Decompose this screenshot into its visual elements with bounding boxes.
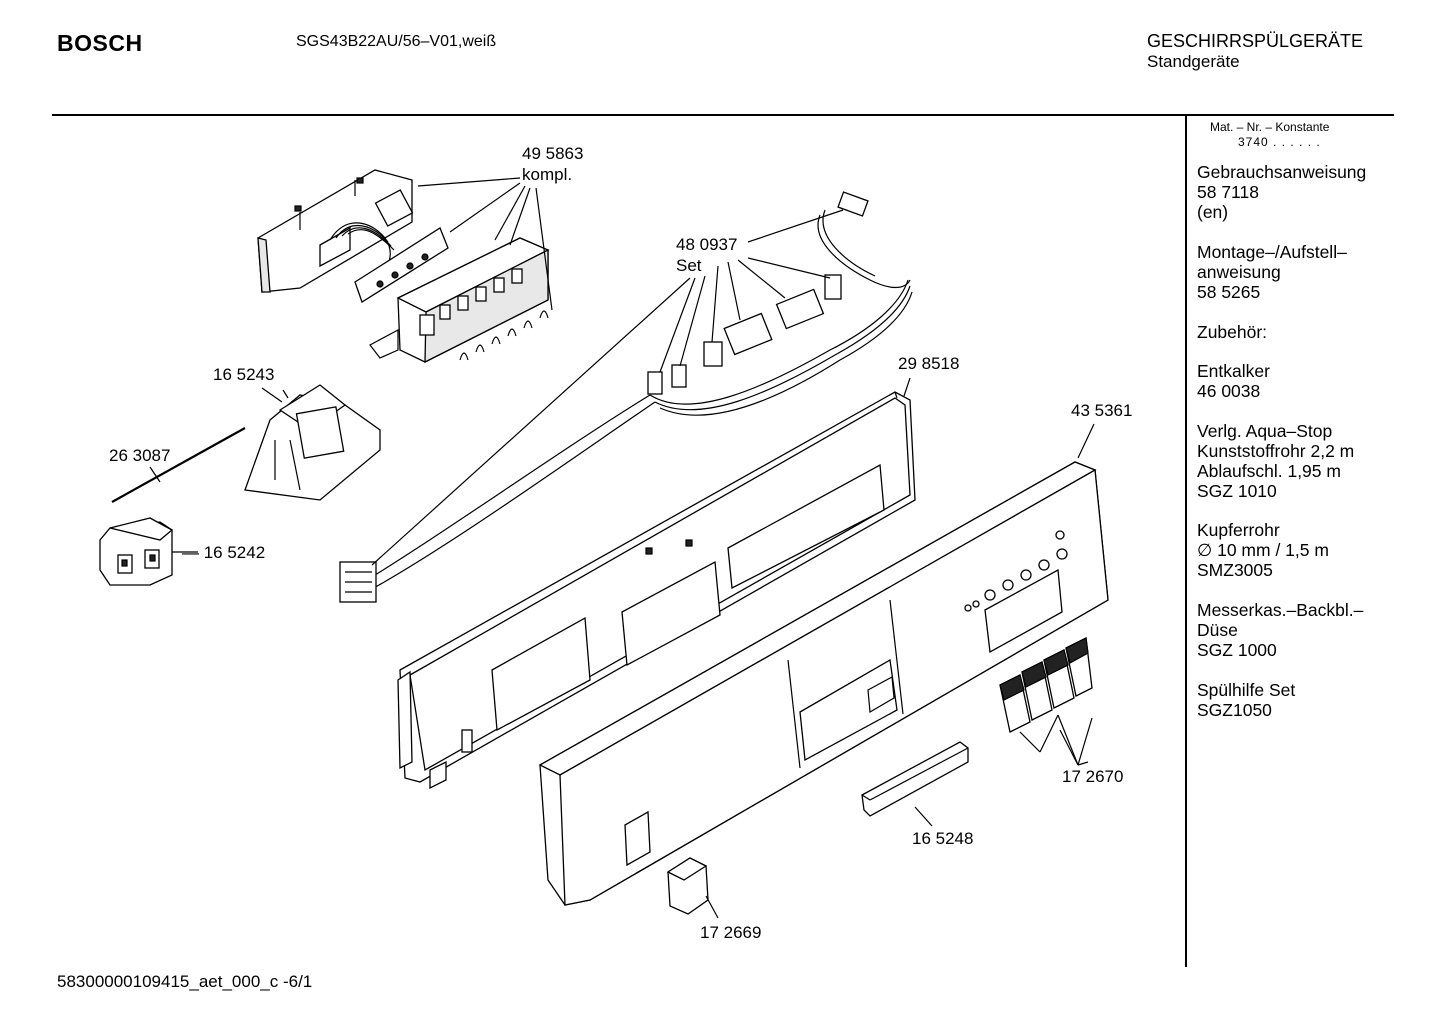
sidebar-block-accessories: Zubehör: — [1197, 322, 1267, 342]
brand-logo: BOSCH — [57, 30, 143, 56]
sidebar-line: 58 5265 — [1197, 282, 1261, 302]
part-label-165242: — 16 5242 — [182, 543, 266, 562]
sidebar-line: Messerkas.–Backbl.– — [1197, 600, 1364, 620]
part-label-435361: 43 5361 — [1071, 401, 1133, 420]
wiring-harness — [339, 191, 913, 603]
sidebar-block-aqua-stop: Verlg. Aqua–Stop Kunststoffrohr 2,2 m Ab… — [1197, 421, 1354, 501]
leader-line-435361 — [1077, 423, 1095, 459]
leader-lines-495863 — [417, 177, 553, 311]
sidebar-line: Düse — [1197, 620, 1238, 640]
knob-172669 — [666, 857, 709, 915]
sidebar-line: SGZ1050 — [1197, 700, 1272, 720]
control-panel-435361 — [538, 461, 1109, 906]
sidebar-block-manual: Gebrauchsanweisung 58 7118 (en) — [1197, 162, 1366, 222]
control-module-button-housing — [369, 237, 550, 364]
leader-lines-480937 — [371, 209, 844, 566]
sidebar-block-copper-pipe: Kupferrohr ∅ 10 mm / 1,5 m SMZ3005 — [1197, 520, 1329, 580]
sidebar-block-cutlery-nozzle: Messerkas.–Backbl.– Düse SGZ 1000 — [1197, 600, 1363, 660]
sidebar-line: ∅ 10 mm / 1,5 m — [1197, 540, 1329, 560]
sidebar-line: Zubehör: — [1197, 322, 1268, 342]
switch-165242 — [99, 517, 174, 586]
sidebar-line: SMZ3005 — [1197, 560, 1273, 580]
exploded-parts-diagram — [99, 169, 1109, 919]
holder-165243 — [244, 384, 381, 501]
sidebar-divider — [1185, 115, 1187, 967]
cover-strip-165248 — [861, 741, 969, 817]
sidebar-line: Kupferrohr — [1197, 520, 1280, 540]
sidebar-block-descaler: Entkalker 46 0038 — [1197, 361, 1270, 401]
part-label-165248: 16 5248 — [912, 829, 974, 848]
part-label-480937-sub: Set — [676, 256, 702, 275]
sidebar-line: Gebrauchsanweisung — [1197, 162, 1367, 182]
sidebar-line: (en) — [1197, 202, 1229, 222]
sidebar-line: Spülhilfe Set — [1197, 680, 1296, 700]
subcategory-title: Standgeräte — [1147, 52, 1240, 71]
sidebar-line: 58 7118 — [1197, 182, 1259, 202]
sidebar-line: Verlg. Aqua–Stop — [1197, 421, 1333, 441]
sidebar-line: Kunststoffrohr 2,2 m — [1197, 441, 1355, 461]
part-label-480937: 48 0937 — [676, 235, 738, 254]
leader-line-165243 — [261, 387, 283, 403]
sidebar-line: SGZ 1010 — [1197, 481, 1277, 501]
part-label-263087: 26 3087 — [109, 446, 171, 465]
header-divider — [52, 114, 1394, 116]
leader-line-298518 — [903, 377, 911, 397]
mat-number-label: Mat. – Nr. – Konstante — [1210, 120, 1330, 134]
leader-line-172669 — [705, 895, 719, 919]
sidebar-line: Ablaufschl. 1,95 m — [1197, 461, 1341, 481]
part-label-172670: 17 2670 — [1062, 767, 1124, 786]
category-title: GESCHIRRSPÜLGERÄTE — [1147, 31, 1364, 51]
model-number: SGS43B22AU/56–V01,weiß — [296, 33, 497, 50]
sidebar-line: 46 0038 — [1197, 381, 1261, 401]
frame-298518 — [397, 391, 916, 790]
leader-line-165248 — [914, 806, 933, 827]
part-label-172669: 17 2669 — [700, 923, 762, 942]
control-module-back-board — [257, 169, 414, 293]
sidebar-block-rinse-aid: Spülhilfe Set SGZ1050 — [1197, 680, 1295, 720]
buttons-172670 — [999, 637, 1093, 733]
sidebar-line: anweisung — [1197, 262, 1281, 282]
leader-lines-172670 — [1019, 714, 1093, 766]
sidebar-line: Montage–/Aufstell– — [1197, 242, 1347, 262]
part-label-495863-sub: kompl. — [522, 165, 573, 184]
part-label-165243: 16 5243 — [213, 365, 275, 384]
part-label-495863: 49 5863 — [522, 144, 584, 163]
part-label-298518: 29 8518 — [898, 354, 960, 373]
sidebar-block-installation: Montage–/Aufstell– anweisung 58 5265 — [1197, 242, 1347, 302]
sidebar-line: Entkalker — [1197, 361, 1270, 381]
sidebar-line: SGZ 1000 — [1197, 640, 1277, 660]
leader-line-263087 — [149, 466, 161, 483]
rod-263087 — [111, 427, 246, 503]
document-id: 58300000109415_aet_000_c -6/1 — [57, 972, 313, 991]
mat-number-value: 3740 . . . . . . — [1238, 135, 1321, 149]
control-module-display-board — [354, 227, 449, 303]
